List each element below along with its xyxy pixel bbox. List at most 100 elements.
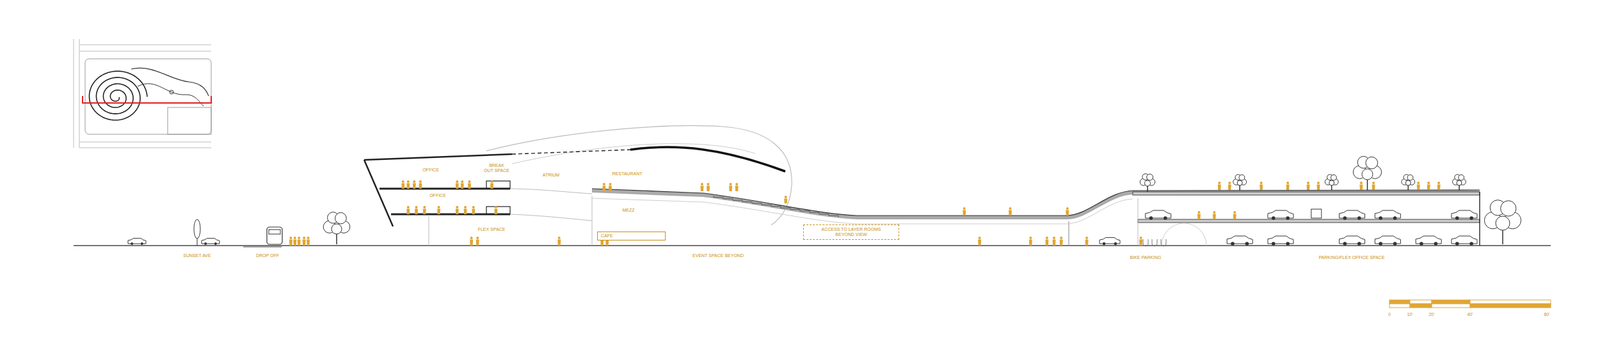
person-figure bbox=[490, 180, 494, 189]
roof-line-hidden bbox=[512, 149, 631, 155]
parking-slab bbox=[1137, 219, 1480, 223]
person-figure bbox=[1372, 181, 1376, 191]
room-label: OFFICE bbox=[428, 193, 447, 199]
car-symbol bbox=[1226, 236, 1253, 246]
street-label: SUNSET AVE bbox=[182, 253, 212, 259]
illustration bbox=[73, 39, 1551, 308]
person-figure bbox=[460, 180, 464, 189]
person-figure bbox=[700, 183, 704, 192]
person-figure bbox=[728, 183, 733, 192]
car-symbol bbox=[1267, 236, 1294, 246]
break-out-box bbox=[486, 181, 511, 189]
section-cut-line bbox=[82, 96, 212, 104]
seating-steps bbox=[713, 195, 839, 218]
person-figure bbox=[1259, 181, 1263, 191]
person-figure bbox=[1045, 236, 1049, 246]
person-figure bbox=[293, 236, 297, 246]
person-figure bbox=[977, 236, 982, 246]
person-figure bbox=[1085, 236, 1089, 246]
street-line bbox=[79, 39, 80, 148]
key-plan bbox=[73, 39, 212, 148]
person-figure bbox=[297, 236, 301, 246]
scale-number: 20' bbox=[1427, 312, 1435, 318]
person-figure bbox=[1052, 236, 1056, 246]
person-figure bbox=[306, 236, 310, 246]
person-figure bbox=[1065, 207, 1069, 216]
room-label: OFFICE bbox=[421, 167, 440, 173]
room-label: FLEX SPACE bbox=[477, 227, 507, 233]
scale-bar bbox=[1389, 300, 1551, 308]
person-figure bbox=[608, 183, 612, 192]
person-figure bbox=[494, 206, 498, 215]
parking-wall bbox=[1137, 198, 1139, 246]
person-figure bbox=[1228, 181, 1232, 191]
bike-symbol bbox=[1160, 239, 1167, 247]
roof-line bbox=[364, 154, 512, 160]
person-figure bbox=[401, 180, 405, 189]
scale-number: 0 bbox=[1387, 312, 1392, 318]
parking-wall bbox=[1479, 192, 1481, 246]
car-symbol bbox=[1267, 210, 1294, 221]
room-box: CAFE bbox=[597, 231, 666, 241]
street-line bbox=[79, 44, 212, 46]
atrium-edge bbox=[510, 188, 592, 194]
column-line bbox=[1068, 221, 1069, 246]
person-figure bbox=[1286, 181, 1290, 191]
person-figure bbox=[437, 206, 441, 215]
street-line bbox=[79, 51, 212, 52]
person-figure bbox=[476, 236, 480, 246]
key-plan-spiral bbox=[88, 71, 147, 121]
room-label: RESTAURANT bbox=[611, 171, 644, 177]
person-figure bbox=[464, 206, 468, 215]
car-symbol bbox=[1451, 210, 1478, 221]
person-figure bbox=[1427, 181, 1431, 191]
car-symbol bbox=[128, 238, 146, 246]
roof-edge bbox=[630, 147, 786, 172]
person-figure bbox=[1029, 236, 1033, 246]
room-label: BREAK OUT SPACE bbox=[483, 163, 511, 174]
cypress-symbol bbox=[193, 219, 201, 246]
person-figure bbox=[602, 183, 606, 192]
parking-roof bbox=[1132, 192, 1480, 196]
tree-symbol bbox=[1352, 156, 1382, 191]
person-figure bbox=[1212, 211, 1216, 220]
ramp-arc bbox=[1161, 223, 1207, 246]
person-figure bbox=[1139, 236, 1143, 246]
parking-box bbox=[1311, 209, 1322, 219]
area-label: PARKING/FLEX OFFICE SPACE bbox=[1317, 255, 1385, 261]
area-label: DROP OFF bbox=[255, 253, 280, 259]
person-figure bbox=[1233, 211, 1237, 220]
tree-symbol bbox=[323, 212, 351, 245]
car-symbol bbox=[1339, 210, 1366, 221]
person-figure bbox=[414, 206, 418, 215]
person-figure bbox=[557, 236, 561, 246]
ramp-slab bbox=[592, 190, 1480, 218]
street-line bbox=[79, 147, 212, 149]
person-figure bbox=[302, 236, 306, 246]
person-figure bbox=[289, 236, 293, 246]
person-figure bbox=[406, 180, 410, 189]
van-symbol bbox=[266, 227, 283, 245]
person-figure bbox=[418, 180, 422, 189]
scale-segment bbox=[1389, 300, 1410, 304]
van-window bbox=[268, 229, 281, 235]
break-out-box bbox=[486, 206, 511, 215]
tree-symbol bbox=[1484, 200, 1521, 245]
bike-symbol bbox=[1152, 239, 1158, 247]
curb-line bbox=[243, 247, 282, 248]
tree-symbol bbox=[1139, 174, 1155, 192]
person-figure bbox=[1316, 181, 1320, 191]
scale-segment bbox=[1389, 304, 1410, 308]
area-label: EVENT SPACE BEYOND bbox=[691, 253, 745, 259]
box-text: CAFE bbox=[600, 233, 662, 239]
person-figure bbox=[423, 206, 427, 215]
person-figure bbox=[962, 207, 966, 216]
tree-symbol bbox=[1401, 174, 1416, 191]
ramp-underside bbox=[592, 198, 1133, 224]
column-line bbox=[592, 195, 593, 246]
scale-segment bbox=[1470, 304, 1551, 308]
atrium-edge bbox=[510, 214, 592, 221]
car-symbol bbox=[1451, 236, 1478, 246]
person-figure bbox=[1217, 181, 1222, 191]
